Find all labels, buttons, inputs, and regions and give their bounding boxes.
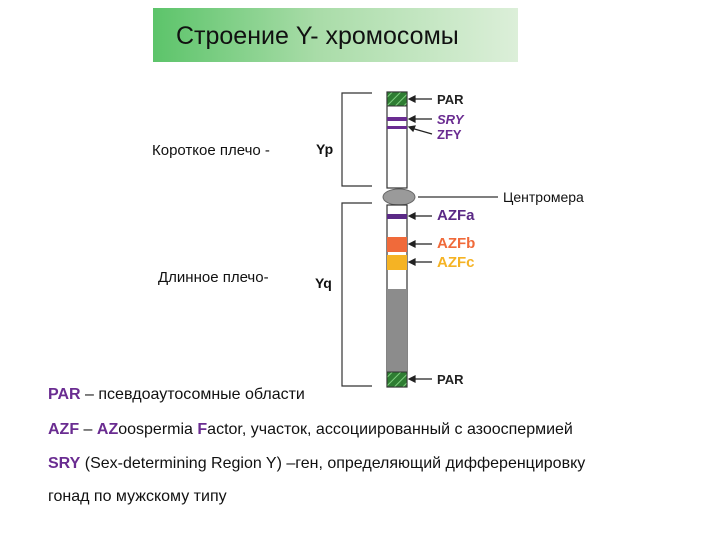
marker-par-bottom: PAR	[437, 372, 463, 387]
legend-sry: SRY (Sex-determining Region Y) –ген, опр…	[48, 455, 585, 473]
marker-azfc: AZFc	[437, 254, 475, 271]
legend-azf-az: AZ	[97, 421, 118, 438]
legend-sry-key: SRY	[48, 455, 80, 472]
marker-sry: SRY	[437, 112, 464, 127]
heterochromatin-band	[387, 289, 407, 372]
short-arm-bracket	[342, 93, 372, 186]
marker-azfa: AZFa	[437, 207, 475, 224]
marker-par-top: PAR	[437, 92, 463, 107]
legend-azf-f: F	[197, 421, 207, 438]
azfc-band	[387, 255, 407, 270]
par-bottom-band	[387, 372, 407, 387]
azfb-band	[387, 237, 407, 252]
legend-azf-key: AZF	[48, 421, 79, 438]
par-top-band	[387, 92, 407, 106]
legend-azf-rest: actor, участок, ассоциированный с азоосп…	[207, 421, 573, 438]
legend-par-text: – псевдоаутосомные области	[81, 386, 305, 403]
centromere-label: Центромера	[503, 189, 584, 205]
long-arm-bracket	[342, 203, 372, 386]
legend-par-key: PAR	[48, 386, 81, 403]
azfa-band	[387, 214, 407, 219]
long-arm-label: Длинное плечо-	[158, 269, 269, 286]
legend-azf-mid: oospermia	[118, 421, 197, 438]
marker-zfy: ZFY	[437, 127, 462, 142]
legend-sry-continuation: гонад по мужскому типу	[48, 488, 227, 506]
centromere	[383, 189, 415, 205]
legend-par: PAR – псевдоаутосомные области	[48, 386, 305, 404]
legend-sry-text: (Sex-determining Region Y) –ген, определ…	[80, 455, 585, 472]
long-arm-code: Yq	[315, 275, 332, 291]
short-arm-label: Короткое плечо -	[152, 142, 270, 159]
legend-azf: AZF – AZoospermia Factor, участок, ассоц…	[48, 421, 573, 439]
short-arm-code: Yp	[316, 141, 333, 157]
sry-band	[387, 117, 407, 121]
zfy-band	[387, 126, 407, 129]
marker-azfb: AZFb	[437, 235, 475, 252]
legend-azf-dash: –	[79, 421, 97, 438]
